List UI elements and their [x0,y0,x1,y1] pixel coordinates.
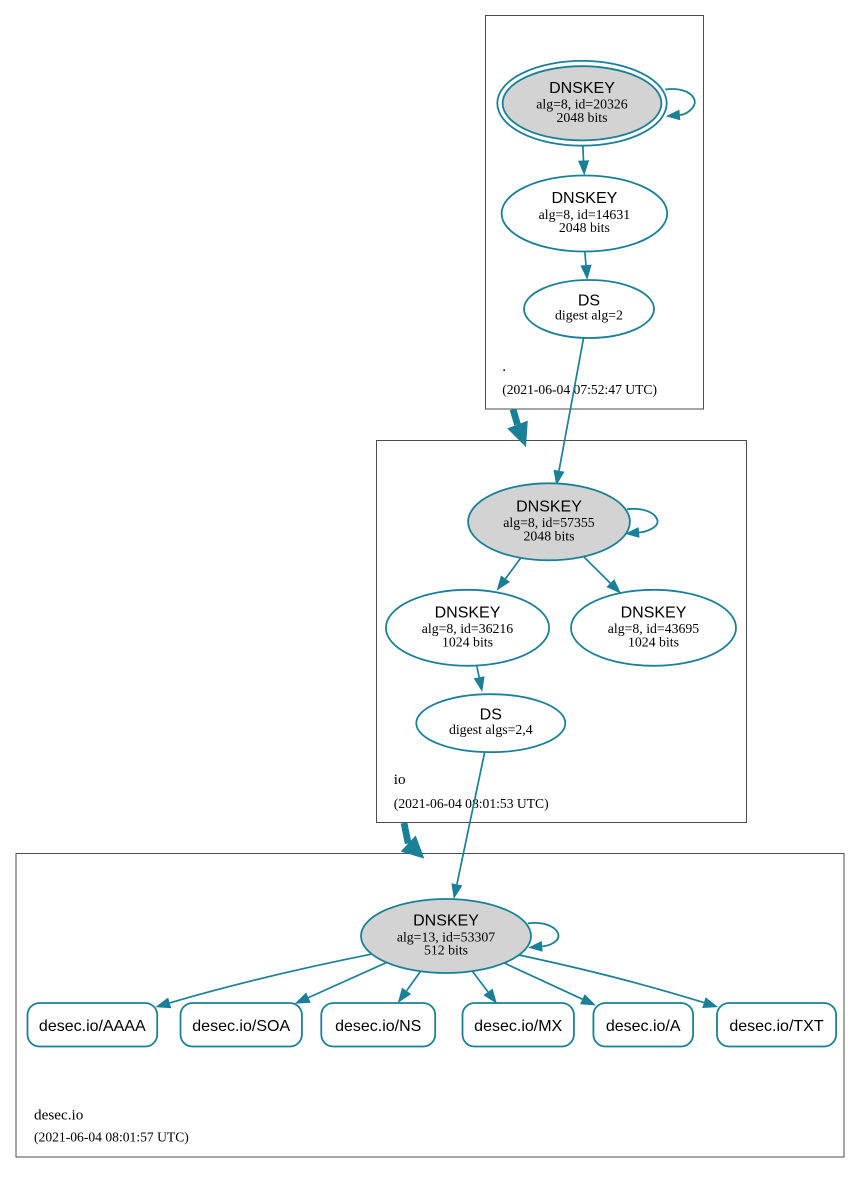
svg-text:desec.io/A: desec.io/A [606,1018,681,1035]
svg-text:DNSKEY: DNSKEY [435,605,501,622]
svg-text:1024 bits: 1024 bits [442,634,493,649]
svg-text:alg=8, id=43695: alg=8, id=43695 [608,621,700,636]
svg-text:digest alg=2: digest alg=2 [555,308,623,323]
svg-text:DNSKEY: DNSKEY [549,80,615,97]
svg-text:desec.io/NS: desec.io/NS [335,1018,421,1035]
svg-text:desec.io/AAAA: desec.io/AAAA [39,1018,146,1035]
svg-text:2048 bits: 2048 bits [559,220,610,235]
svg-text:desec.io/SOA: desec.io/SOA [192,1018,290,1035]
svg-text:DNSKEY: DNSKEY [552,190,618,207]
svg-text:2048 bits: 2048 bits [557,110,608,125]
svg-text:1024 bits: 1024 bits [628,634,679,649]
svg-text:DS: DS [578,293,600,310]
svg-text:DNSKEY: DNSKEY [413,913,479,930]
svg-text:DNSKEY: DNSKEY [516,499,582,516]
svg-text:io: io [394,771,406,788]
svg-text:alg=13, id=53307: alg=13, id=53307 [397,929,495,944]
svg-text:512 bits: 512 bits [424,943,468,958]
svg-text:DS: DS [480,707,502,724]
svg-text:digest algs=2,4: digest algs=2,4 [449,722,533,737]
svg-text:(2021-06-04 08:01:57 UTC): (2021-06-04 08:01:57 UTC) [34,1130,189,1146]
svg-text:2048 bits: 2048 bits [524,528,575,543]
svg-text:alg=8, id=36216: alg=8, id=36216 [422,621,514,636]
svg-text:desec.io/MX: desec.io/MX [474,1018,562,1035]
svg-text:alg=8, id=20326: alg=8, id=20326 [536,97,628,112]
svg-text:desec.io/TXT: desec.io/TXT [729,1018,823,1035]
svg-text:desec.io: desec.io [34,1106,84,1123]
svg-text:DNSKEY: DNSKEY [621,605,687,622]
svg-text:(2021-06-04 08:01:53 UTC): (2021-06-04 08:01:53 UTC) [394,796,549,812]
svg-text:alg=8, id=57355: alg=8, id=57355 [503,515,595,530]
svg-text:alg=8, id=14631: alg=8, id=14631 [539,207,631,222]
svg-text:.: . [502,358,506,375]
svg-text:(2021-06-04 07:52:47 UTC): (2021-06-04 07:52:47 UTC) [502,382,657,398]
